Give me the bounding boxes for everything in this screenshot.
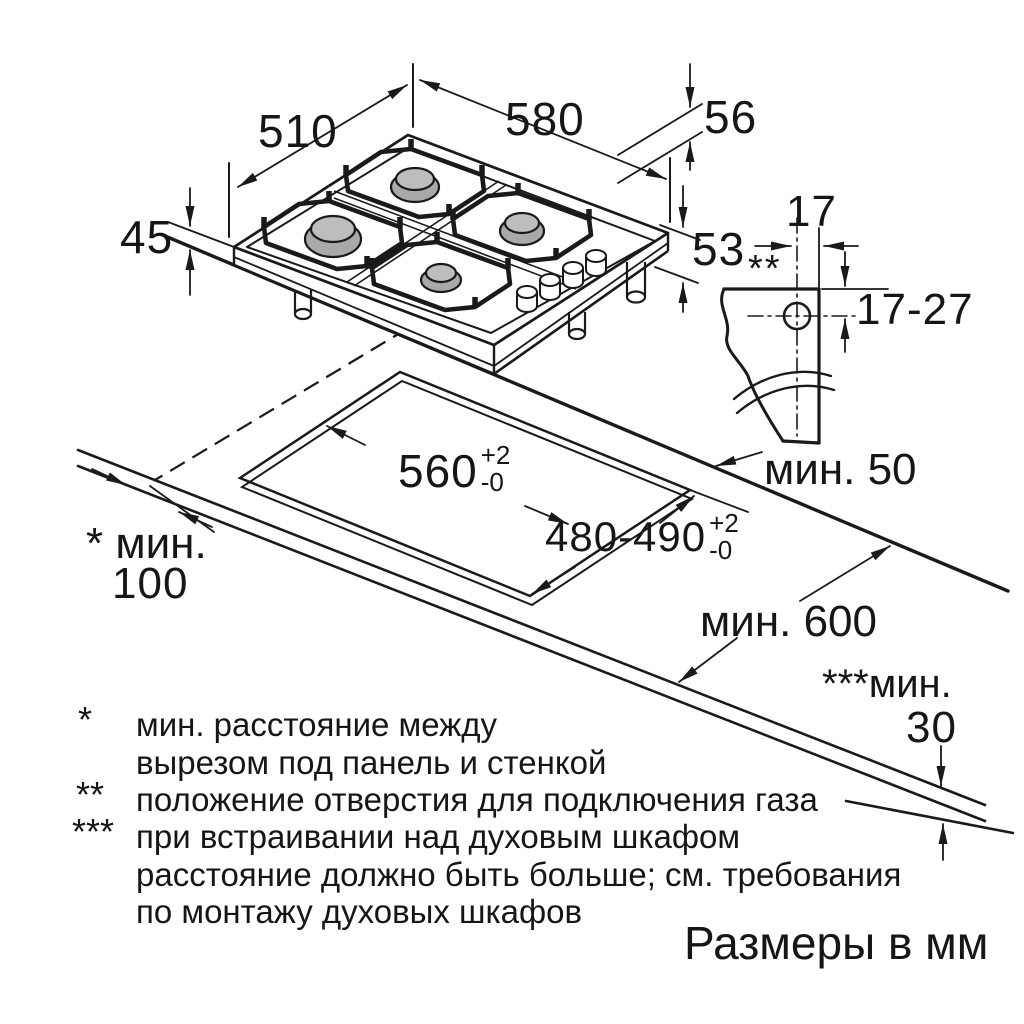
arrow-560-right [524,505,569,525]
min-oven-gap-value: 30 [906,703,957,752]
dim-label-510: 510 [258,105,338,157]
min-wall-clearance-value: 100 [112,559,189,608]
panel-wavy-edge [720,287,785,443]
footnote-2-line-1: положение отверстия для подключения газа [136,781,818,818]
hob-tray-lip [233,242,669,367]
cutout-ext-line [689,489,749,513]
hob-projection-dashed-line [154,314,431,481]
dim-label-17: 17 [786,187,837,236]
ref-line-56-bottom [617,131,703,184]
cutout-depth-tol-plus: +2 [709,508,739,538]
arrow-min100-a [91,468,127,486]
dim-label-580: 580 [505,93,585,145]
knob [585,249,607,277]
cutout-inner [239,379,695,607]
ref-line-45-top [167,221,235,248]
hob-foot [567,312,587,341]
dim-line-510 [237,84,408,188]
panel-edges [722,287,821,445]
break-arc-2 [735,384,836,415]
arrow-480-down [531,566,576,595]
footnote-3-line-1: при встраивании над духовым шкафом [136,818,741,855]
footnote-mark-3: *** [72,811,115,852]
cutout-width-value: 560 [398,445,478,497]
break-arc-1 [732,370,833,401]
cutout-outer [237,370,693,598]
gas-connection-detail [720,217,857,445]
footnote-3-line-3: по монтажу духовых шкафов [136,893,583,930]
gas-footnote-mark: ** [748,248,782,290]
knob [539,273,561,301]
min-oven-gap-label: ***мин. [822,662,952,706]
ref-line-53-bottom [654,266,699,284]
grate-right [450,190,594,264]
cutout-width-tol-minus: -0 [480,467,504,498]
hob-bottom-edge [233,249,669,376]
hob-underside-parts [293,262,647,341]
cutout-width-tol-plus: +2 [480,440,511,470]
oven-top-line [844,799,1015,835]
knob [516,285,538,313]
gas-pipe-stub [625,262,647,304]
footnote-1-line-1: мин. расстояние между [136,706,498,743]
units-note: Размеры в мм [684,917,989,969]
wall-line-upper [76,448,987,807]
wall-clearance-ext-line [149,485,215,533]
arrow-480-up [659,495,695,524]
dim-label-53: 53 [692,223,746,275]
cutout-depth-value: 480-490 [545,513,707,560]
cutout-depth-label: 480-490+2-0 [545,509,739,566]
footnote-mark-2: ** [76,774,105,815]
min-wall-clearance-label: * мин. [86,519,207,568]
arrow-min100-b [178,511,213,528]
cutout-depth-tol-minus: -0 [709,535,733,566]
hob-drawing [232,133,670,376]
arrow-min600-up [799,545,891,602]
hob-inner-rim [246,147,656,334]
ref-line-56-top [617,103,703,156]
knob [562,261,584,289]
dim-label-45: 45 [120,211,174,263]
footnote-mark-1: * [78,699,93,740]
grate-front [369,239,513,313]
min-worktop-depth-label: мин. 600 [700,597,877,646]
control-knobs [516,249,607,313]
wall-line-lower [76,464,987,823]
cutout-width-label: 560+2-0 [398,441,510,498]
footnote-3-line-2: расстояние должно быть больше; см. требо… [136,856,902,893]
worktop-drawing [76,234,1015,835]
arrow-560-left [326,425,366,446]
dim-line-580 [419,79,667,180]
arrow-min600-down [678,637,738,683]
dim-label-56: 56 [704,91,758,143]
hob-corner-edges [232,233,670,374]
footnote-1-line-2: вырезом под панель и стенкой [136,744,607,781]
min-front-clearance-label: мин. 50 [764,445,917,494]
hob-foot [293,290,313,321]
dimension-annotations [91,63,948,861]
grate-left [261,198,405,272]
dim-label-17-27: 17-27 [856,285,974,334]
arrow-min50 [715,451,763,467]
ref-line-53-top [659,224,701,241]
